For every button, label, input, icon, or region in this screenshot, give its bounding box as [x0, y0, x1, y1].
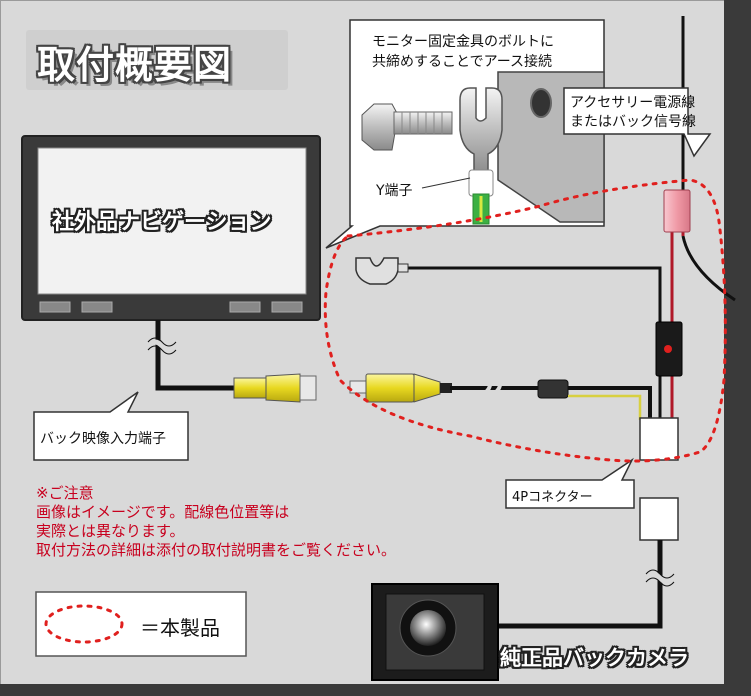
connector-label: 4Pコネクター	[512, 490, 593, 505]
ground-callout-text: モニター固定金具のボルトに 共締めすることでアース接続	[372, 32, 554, 72]
rca-jack-female	[233, 373, 317, 403]
power-callout-line2: またはバック信号線	[570, 114, 696, 130]
cable-break-mark-product	[480, 376, 502, 408]
legend-label: ＝本製品	[140, 616, 220, 640]
power-callout-line1: アクセサリー電源線	[570, 95, 696, 111]
bracket-hole	[530, 88, 552, 118]
connector-lower	[639, 497, 679, 541]
video-input-callout-bubble	[33, 391, 189, 461]
bottom-edge-bar	[0, 684, 751, 696]
product-boundary	[323, 178, 727, 463]
camera-label: 純正品バックカメラ	[500, 646, 689, 670]
rca-plug-male	[349, 373, 452, 403]
legend-sample-outline	[44, 604, 124, 644]
note-line-1: ※ご注意	[36, 484, 94, 502]
y-terminal-pointer	[421, 177, 471, 189]
cable-break-mark-camera	[644, 571, 676, 585]
title-banner	[26, 30, 288, 90]
ground-callout-line1: モニター固定金具のボルトに	[372, 34, 554, 50]
power-callout-bubble	[563, 87, 712, 158]
camera-cable	[494, 540, 663, 629]
bolt-icon	[361, 103, 453, 151]
navigation-label: 社外品ナビゲーション	[52, 210, 272, 235]
legend-box	[35, 591, 247, 657]
connector-callout-bubble	[505, 457, 635, 509]
monitor-button-2	[81, 301, 113, 313]
monitor-button-1	[39, 301, 71, 313]
cable-break-mark-monitor	[146, 339, 178, 353]
caution-notes: ※ご注意 画像はイメージです。配線色位置等は 実際とは異なります。 取付方法の詳…	[36, 484, 396, 560]
y-terminal-small-icon	[355, 257, 399, 285]
note-line-2: 画像はイメージです。配線色位置等は	[36, 503, 290, 521]
monitor-button-4	[271, 301, 303, 313]
product-video-cable	[450, 386, 652, 420]
ferrite-core	[537, 379, 569, 399]
y-terminal-icon	[459, 87, 503, 225]
page-title: 取付概要図	[37, 43, 233, 87]
monitor-button-3	[229, 301, 261, 313]
back-camera	[371, 583, 499, 681]
yellow-signal-wire	[568, 394, 642, 420]
y-terminal-label: Y端子	[376, 183, 413, 199]
fuse-indicator-dot	[664, 345, 672, 353]
fuse-holder	[663, 189, 691, 233]
power-callout-text: アクセサリー電源線 またはバック信号線	[570, 94, 696, 132]
right-edge-bar	[724, 0, 751, 696]
ground-callout-line2: 共締めすることでアース接続	[372, 54, 553, 70]
navigation-monitor	[21, 135, 321, 321]
video-input-label: バック映像入力端子	[40, 431, 166, 447]
note-line-4: 取付方法の詳細は添付の取付説明書をご覧ください。	[36, 541, 397, 559]
note-line-3: 実際とは異なります。	[36, 522, 185, 540]
camera-lens-icon	[410, 610, 446, 646]
connector-upper	[639, 417, 679, 461]
